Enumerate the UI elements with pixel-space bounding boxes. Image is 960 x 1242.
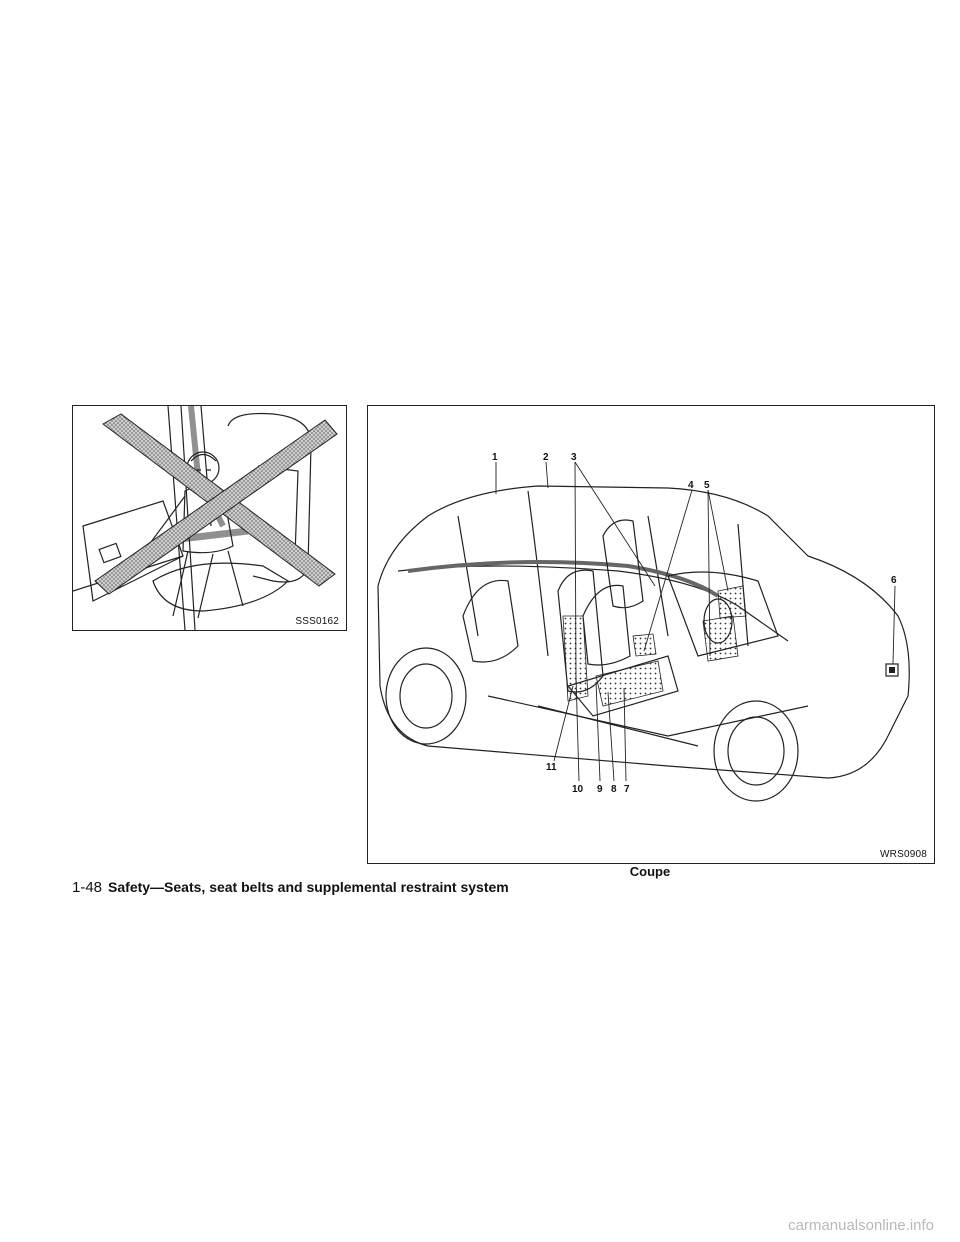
callout-label: 4 (688, 480, 694, 491)
figure-code: WRS0908 (879, 849, 928, 860)
callout-label: 8 (611, 784, 617, 795)
callout-label: 9 (597, 784, 603, 795)
callout-label: 7 (624, 784, 630, 795)
page-number: 1-48 (72, 879, 103, 896)
figure-caption: Coupe (629, 864, 671, 879)
callout-label: 1 (492, 452, 498, 463)
callout-label: 6 (891, 575, 897, 586)
callout-label: 11 (546, 762, 557, 773)
srs-components-figure: 1 2 3 4 5 6 7 8 9 10 11 WRS0908 (367, 405, 935, 864)
seatbelt-misuse-illustration (73, 406, 338, 630)
section-title: Safety—Seats, seat belts and supplementa… (108, 879, 509, 895)
callout-label: 3 (571, 452, 577, 463)
callout-label: 5 (704, 480, 710, 491)
callout-label: 10 (572, 784, 584, 795)
coupe-cutaway-illustration: 1 2 3 4 5 6 7 8 9 10 11 (377, 452, 910, 802)
page-footer: 1-48 Safety—Seats, seat belts and supplem… (72, 879, 509, 896)
seatbelt-misuse-figure: SSS0162 (72, 405, 347, 631)
watermark: carmanualsonline.info (788, 1217, 934, 1234)
callout-label: 2 (543, 452, 549, 463)
figure-code: SSS0162 (294, 616, 340, 627)
